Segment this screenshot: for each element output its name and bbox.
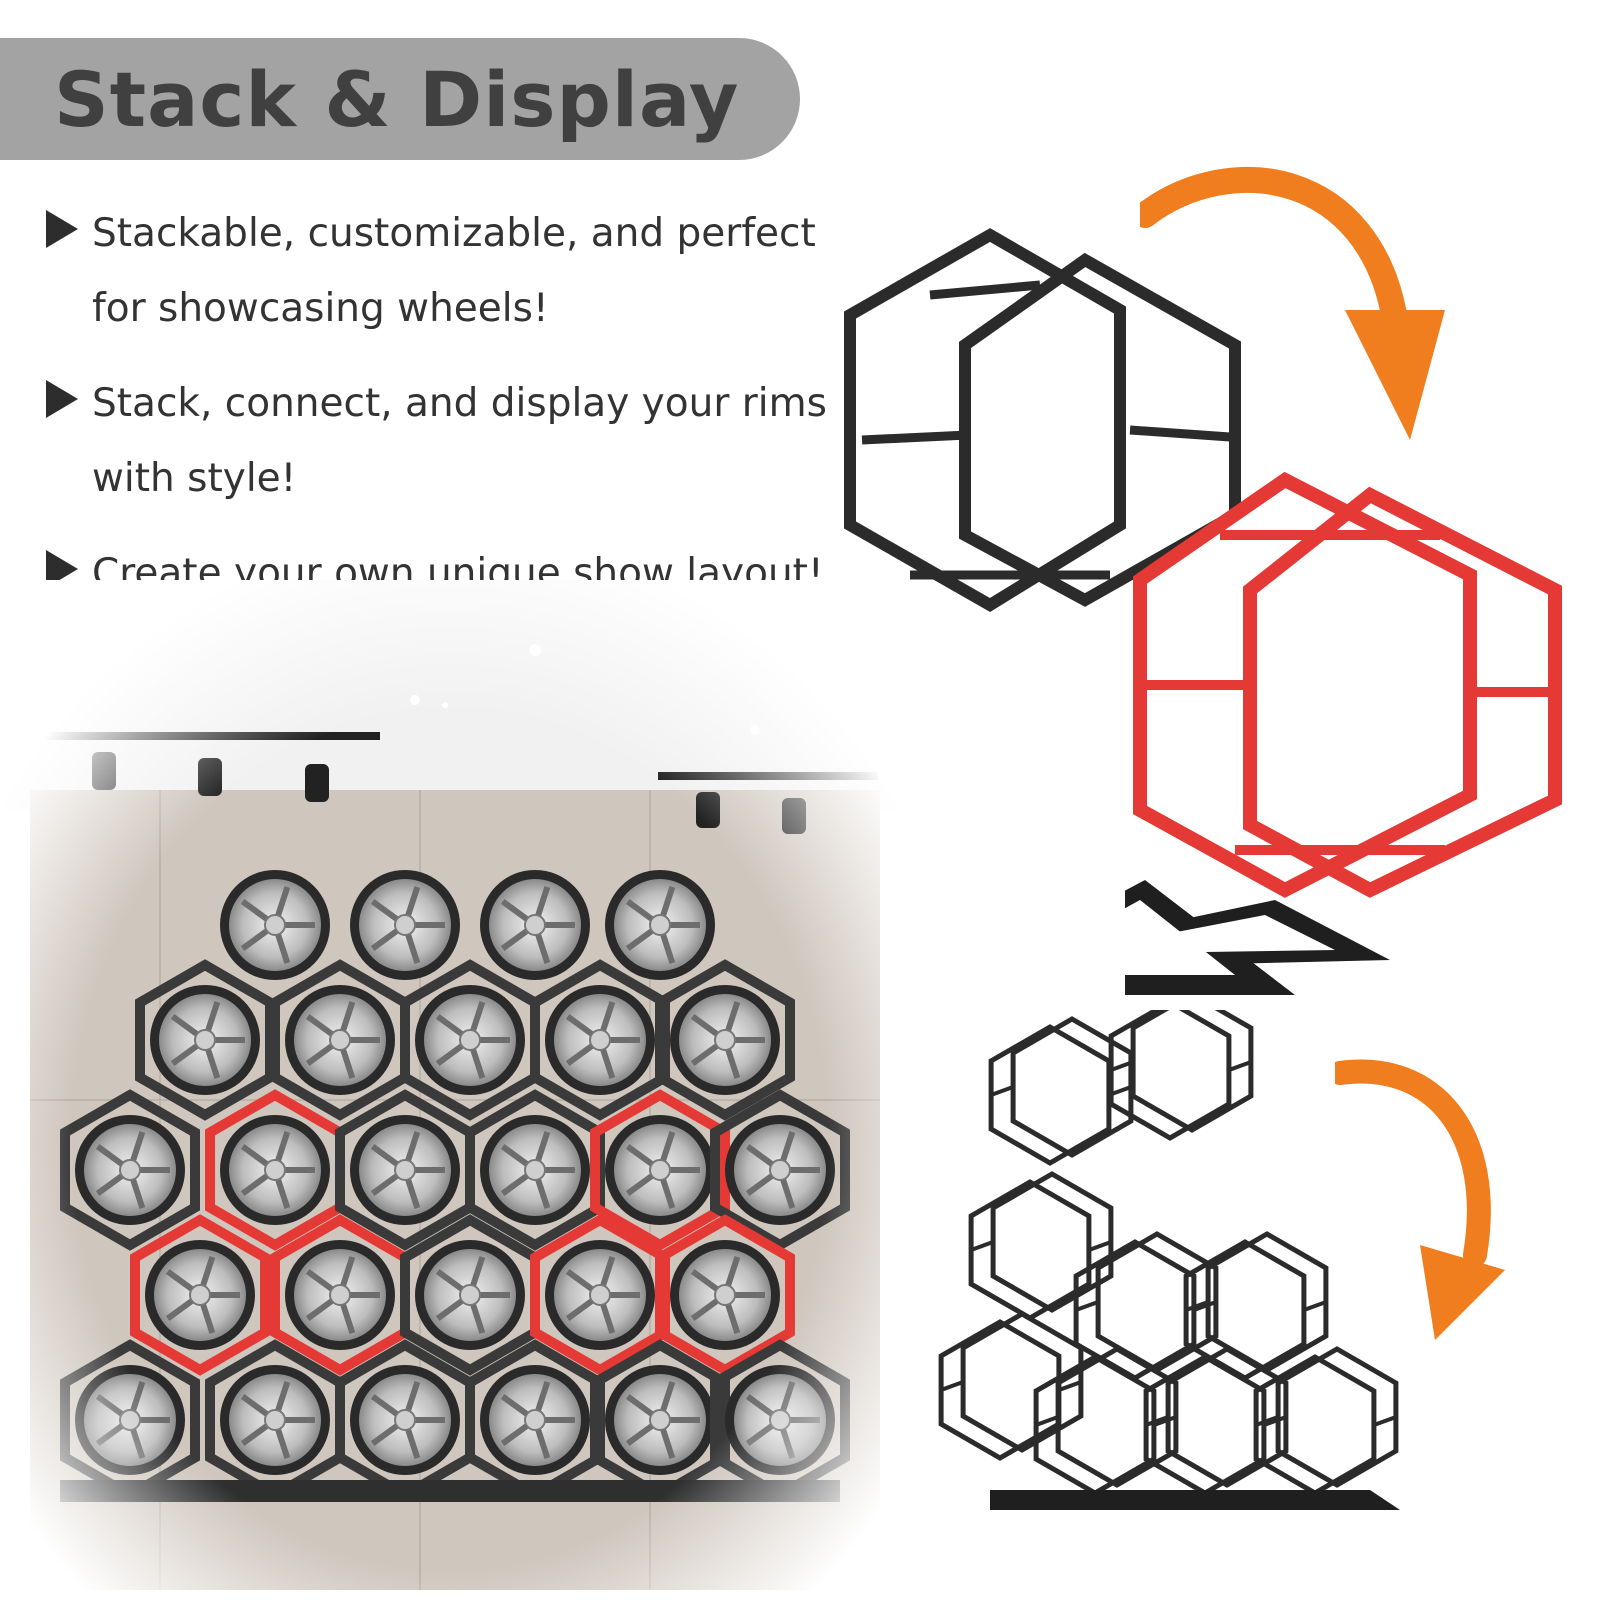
showroom-photo (0, 580, 900, 1600)
play-arrow-icon (46, 380, 78, 418)
hexagon-cluster-icon (938, 1010, 1400, 1510)
curved-arrow-icon (1140, 167, 1445, 440)
triangle-base (990, 1490, 1400, 1510)
hexagon-rack-icon (968, 1171, 1114, 1321)
feature-item: Stackable, customizable, and perfect for… (46, 196, 846, 346)
title-banner: Stack & Display (0, 38, 800, 160)
hexagon-rack-icon (1108, 1010, 1254, 1141)
hexagon-rack-icon (1253, 1346, 1399, 1496)
hexagon-rack-icon (938, 1311, 1084, 1461)
page-title: Stack & Display (54, 54, 740, 144)
curved-arrow-icon (1335, 1059, 1505, 1340)
feature-list: Stackable, customizable, and perfect for… (46, 196, 846, 631)
hexagon-rack-icon (844, 228, 1241, 612)
feature-text: Stackable, customizable, and perfect for… (92, 211, 816, 331)
play-arrow-icon (46, 210, 78, 248)
feature-text: Stack, connect, and display your rims wi… (92, 381, 827, 501)
feature-item: Stack, connect, and display your rims wi… (46, 366, 846, 516)
hexagon-rack-icon (1125, 471, 1562, 995)
